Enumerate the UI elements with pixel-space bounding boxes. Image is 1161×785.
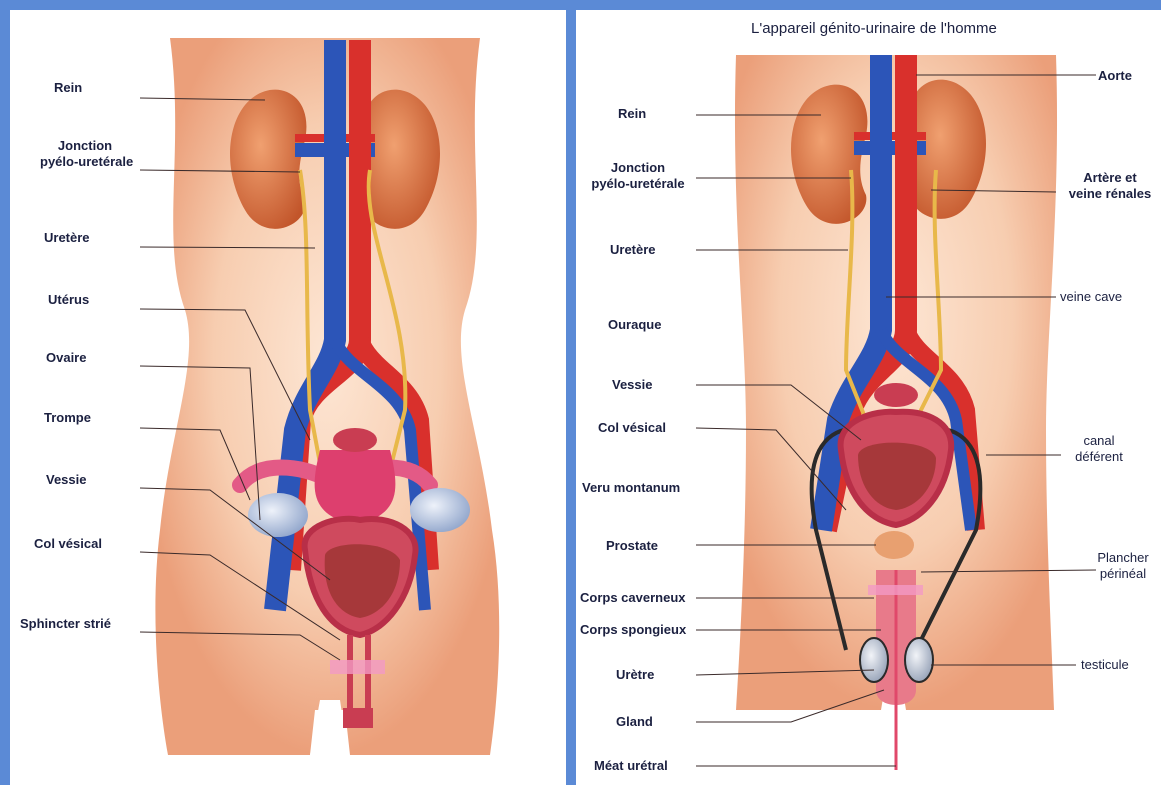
label-meat-uretral: Méat urétral bbox=[594, 758, 668, 774]
label-ovaire: Ovaire bbox=[46, 350, 86, 366]
label-artere-line2: veine rénales bbox=[1060, 186, 1160, 202]
label-vessie: Vessie bbox=[46, 472, 87, 488]
male-diagram-title: L'appareil génito-urinaire de l'homme bbox=[751, 20, 997, 37]
right-ovary bbox=[410, 488, 470, 532]
label-jonction-line1: Jonction bbox=[40, 138, 130, 154]
right-testicle bbox=[905, 638, 933, 682]
prostate bbox=[874, 531, 914, 559]
label-rein: Rein bbox=[54, 80, 82, 96]
label-male-jonction-line2: pyélo-uretérale bbox=[590, 176, 686, 192]
label-male-jonction: Jonction pyélo-uretérale bbox=[590, 160, 686, 192]
label-testicule: testicule bbox=[1081, 657, 1129, 673]
label-canal-line1: canal bbox=[1064, 433, 1134, 449]
label-artere-veine-renales: Artère et veine rénales bbox=[1060, 170, 1160, 202]
label-uretre: Urètre bbox=[616, 667, 654, 683]
label-corps-spongieux: Corps spongieux bbox=[580, 622, 686, 638]
label-male-uretere: Uretère bbox=[610, 242, 656, 258]
label-ouraque: Ouraque bbox=[608, 317, 661, 333]
label-artere-line1: Artère et bbox=[1060, 170, 1160, 186]
female-panel: Rein Jonction pyélo-uretérale Uretère Ut… bbox=[0, 0, 566, 785]
label-uterus: Utérus bbox=[48, 292, 89, 308]
label-jonction-line2: pyélo-uretérale bbox=[40, 154, 130, 170]
label-uretere: Uretère bbox=[44, 230, 90, 246]
label-male-col-vesical: Col vésical bbox=[598, 420, 666, 436]
label-male-vessie: Vessie bbox=[612, 377, 653, 393]
label-veine-cave: veine cave bbox=[1060, 289, 1122, 305]
label-plancher-perineal: Plancher périnéal bbox=[1088, 550, 1158, 582]
label-sphincter: Sphincter strié bbox=[20, 616, 111, 632]
label-veru-montanum: Veru montanum bbox=[582, 480, 680, 496]
male-anatomy-figure bbox=[576, 10, 1161, 785]
label-plancher-line2: périnéal bbox=[1088, 566, 1158, 582]
label-canal-line2: déférent bbox=[1064, 449, 1134, 465]
label-male-rein: Rein bbox=[618, 106, 646, 122]
label-col-vesical: Col vésical bbox=[34, 536, 102, 552]
male-panel: L'appareil génito-urinaire de l'homme Re… bbox=[566, 0, 1161, 785]
label-trompe: Trompe bbox=[44, 410, 91, 426]
left-ovary bbox=[248, 493, 308, 537]
female-anatomy-figure bbox=[10, 10, 566, 785]
label-gland: Gland bbox=[616, 714, 653, 730]
label-prostate: Prostate bbox=[606, 538, 658, 554]
label-aorte: Aorte bbox=[1098, 68, 1132, 84]
label-canal-deferent: canal déférent bbox=[1064, 433, 1134, 465]
label-corps-caverneux: Corps caverneux bbox=[580, 590, 686, 606]
label-plancher-line1: Plancher bbox=[1088, 550, 1158, 566]
left-testicle bbox=[860, 638, 888, 682]
label-jonction: Jonction pyélo-uretérale bbox=[40, 138, 130, 170]
label-male-jonction-line1: Jonction bbox=[590, 160, 686, 176]
